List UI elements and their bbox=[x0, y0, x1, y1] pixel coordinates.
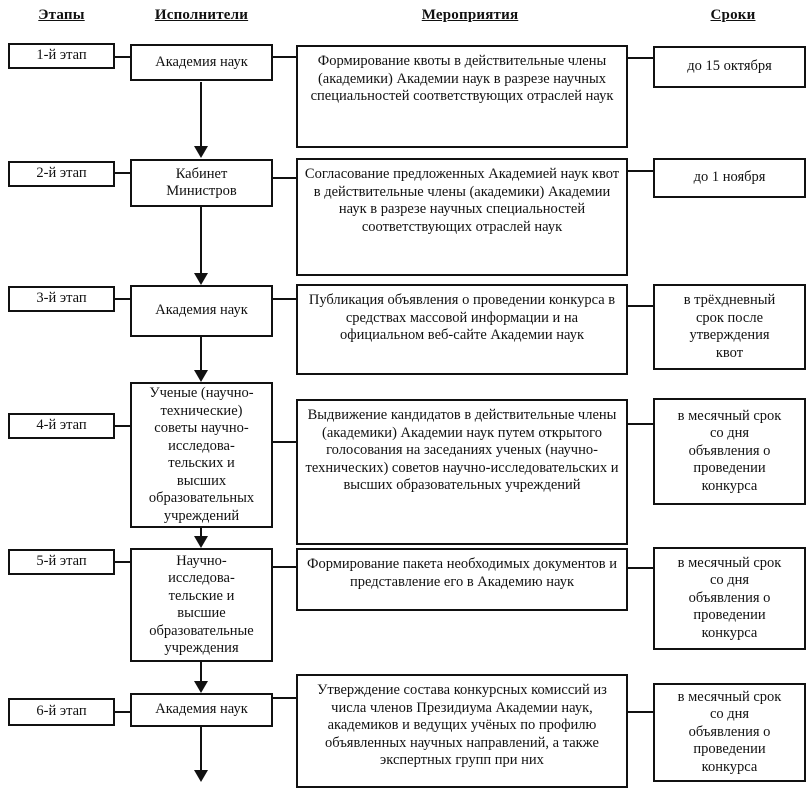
connector-stage-executor-4 bbox=[115, 425, 130, 427]
activity-box-6: Утверждение состава конкурсных комиссий … bbox=[296, 674, 628, 788]
activity-box-5: Формирование пакета необходимых документ… bbox=[296, 548, 628, 611]
flow-arrow-line-5 bbox=[200, 662, 202, 681]
down-arrow-icon-5 bbox=[194, 681, 208, 693]
connector-executor-activity-1 bbox=[273, 56, 296, 58]
deadline-box-2: до 1 ноября bbox=[653, 158, 806, 198]
connector-activity-deadline-6 bbox=[628, 711, 653, 713]
executor-box-1: Академия наук bbox=[130, 44, 273, 81]
down-arrow-icon-4 bbox=[194, 536, 208, 548]
connector-stage-executor-1 bbox=[115, 56, 130, 58]
connector-executor-activity-6 bbox=[273, 697, 296, 699]
column-header-deadlines: Сроки bbox=[710, 7, 756, 23]
connector-activity-deadline-3 bbox=[628, 305, 653, 307]
column-header-stages: Этапы bbox=[38, 7, 85, 23]
executor-box-5: Научно- исследова- тельские и высшие обр… bbox=[130, 548, 273, 662]
executor-box-3: Академия наук bbox=[130, 285, 273, 337]
connector-activity-deadline-1 bbox=[628, 57, 653, 59]
connector-stage-executor-3 bbox=[115, 298, 130, 300]
flow-arrow-line-4 bbox=[200, 528, 202, 536]
connector-stage-executor-6 bbox=[115, 711, 130, 713]
connector-activity-deadline-2 bbox=[628, 170, 653, 172]
executor-box-6: Академия наук bbox=[130, 693, 273, 727]
flow-arrow-line-1 bbox=[200, 82, 202, 146]
deadline-box-3: в трёхдневный срок после утверждения кво… bbox=[653, 284, 806, 370]
connector-executor-activity-2 bbox=[273, 177, 296, 179]
stage-box-2: 2-й этап bbox=[8, 161, 115, 187]
activity-box-1: Формирование квоты в действительные член… bbox=[296, 45, 628, 148]
flow-arrow-line-3 bbox=[200, 337, 202, 370]
down-arrow-icon-3 bbox=[194, 370, 208, 382]
flow-arrow-line-6 bbox=[200, 727, 202, 770]
connector-executor-activity-4 bbox=[273, 441, 296, 443]
flow-arrow-line-2 bbox=[200, 207, 202, 273]
connector-activity-deadline-5 bbox=[628, 567, 653, 569]
deadline-box-6: в месячный срок со дня объявления о пров… bbox=[653, 683, 806, 782]
down-arrow-icon-6 bbox=[194, 770, 208, 782]
activity-box-2: Согласование предложенных Академией наук… bbox=[296, 158, 628, 276]
executor-box-2: Кабинет Министров bbox=[130, 159, 273, 207]
connector-executor-activity-5 bbox=[273, 566, 296, 568]
column-header-activities: Мероприятия bbox=[421, 7, 519, 23]
deadline-box-4: в месячный срок со дня объявления о пров… bbox=[653, 398, 806, 505]
column-header-executors: Исполнители bbox=[154, 7, 249, 23]
stage-box-1: 1-й этап bbox=[8, 43, 115, 69]
connector-stage-executor-5 bbox=[115, 561, 130, 563]
executor-box-4: Ученые (научно- технические) советы науч… bbox=[130, 382, 273, 528]
stage-box-4: 4-й этап bbox=[8, 413, 115, 439]
deadline-box-5: в месячный срок со дня объявления о пров… bbox=[653, 547, 806, 650]
stage-box-5: 5-й этап bbox=[8, 549, 115, 575]
connector-stage-executor-2 bbox=[115, 172, 130, 174]
stage-box-3: 3-й этап bbox=[8, 286, 115, 312]
deadline-box-1: до 15 октября bbox=[653, 46, 806, 88]
activity-box-4: Выдвижение кандидатов в действительные ч… bbox=[296, 399, 628, 545]
activity-box-3: Публикация объявления о проведении конку… bbox=[296, 284, 628, 375]
stage-box-6: 6-й этап bbox=[8, 698, 115, 726]
connector-activity-deadline-4 bbox=[628, 423, 653, 425]
connector-executor-activity-3 bbox=[273, 298, 296, 300]
down-arrow-icon-1 bbox=[194, 146, 208, 158]
down-arrow-icon-2 bbox=[194, 273, 208, 285]
